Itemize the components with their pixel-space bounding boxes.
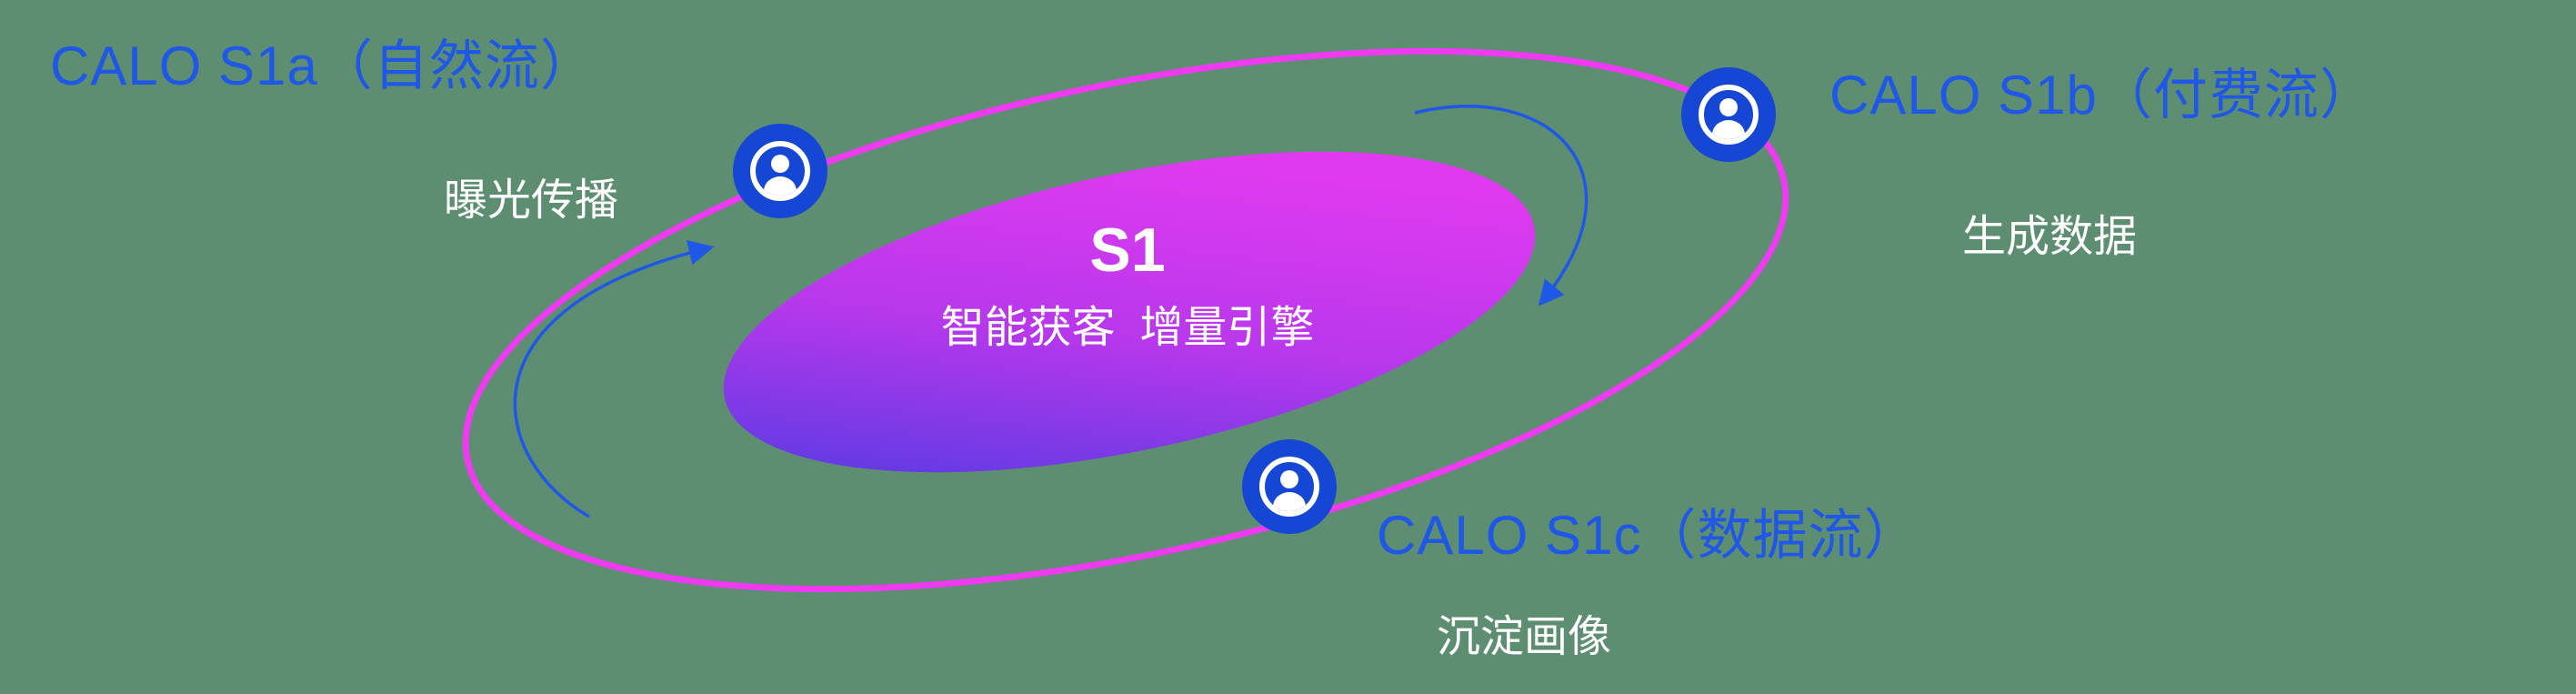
node-s1a-label: CALO S1a（自然流） [50, 35, 596, 96]
node-s1b-label: CALO S1b（付费流） [1829, 65, 2375, 126]
node-s1c [1242, 439, 1337, 534]
node-s1b [1681, 67, 1776, 162]
node-s1a-sublabel: 曝光传播 [444, 176, 619, 225]
core-ellipse [723, 151, 1536, 473]
flow-arrow-left [513, 240, 715, 518]
node-s1b-sublabel: 生成数据 [1962, 213, 2138, 261]
user-icon [733, 124, 827, 218]
user-icon [1681, 67, 1776, 162]
node-s1a [733, 124, 827, 218]
node-s1c-sublabel: 沉淀画像 [1437, 613, 1612, 661]
core-subtitle: 智能获客 增量引擎 [940, 304, 1315, 352]
user-icon [1242, 439, 1337, 534]
flow-arrow-right [1414, 105, 1589, 307]
orbit-ring [462, 47, 1789, 593]
core-title: S1 [1089, 216, 1166, 285]
node-s1c-label: CALO S1c（数据流） [1377, 505, 1919, 566]
